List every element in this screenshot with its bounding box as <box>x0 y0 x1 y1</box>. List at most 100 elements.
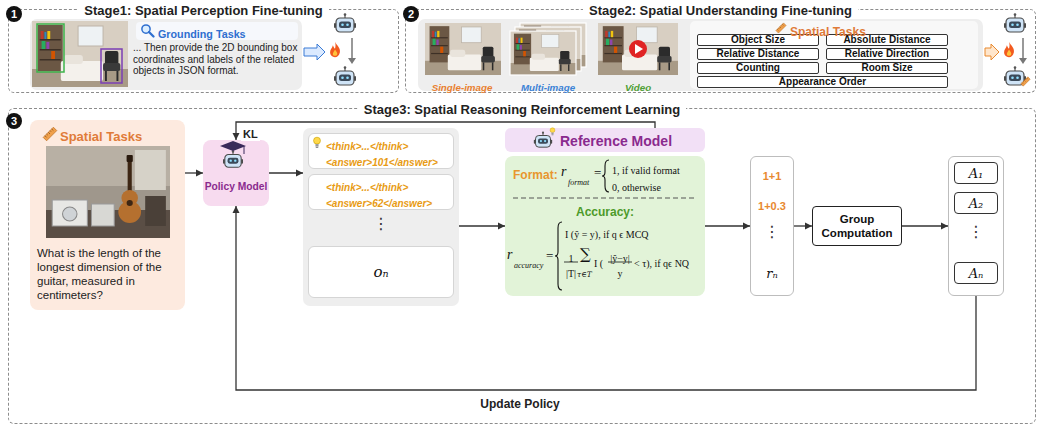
formula-case: I ( <box>594 258 603 270</box>
input-caption: Single-image <box>432 82 493 94</box>
room-photo-part <box>37 24 64 72</box>
text-slot: ⋮ <box>948 222 1004 242</box>
formula-numerator: |ŷ−y| <box>610 253 630 265</box>
text-slot: ∑ <box>580 245 591 263</box>
robot-icons-part <box>1022 38 1024 58</box>
stage-title: Stage3: Spatial Reasoning Reinforcement … <box>358 102 686 117</box>
text-slot: Accuracy: <box>505 202 705 220</box>
input-images-part <box>515 27 581 71</box>
title-slot: Stage2: Spatial Understanding Fine-tunin… <box>406 2 1035 18</box>
task-title: Spatial Tasks <box>60 129 142 144</box>
room-photo-part <box>101 49 122 83</box>
reference-icon-part <box>550 128 555 135</box>
task-name: Object Size <box>731 35 785 45</box>
input-images-part <box>520 23 586 67</box>
advantage-box: A₁ <box>954 162 998 184</box>
text-slot: ... Then provide the 2D bounding box coo… <box>133 42 301 78</box>
robot-icons-part <box>351 38 353 58</box>
reward-column: 1+11+0.3⋮rₙ <box>750 156 794 296</box>
flow-arrow <box>902 223 948 230</box>
input-images-part <box>635 44 643 54</box>
arrow-head <box>233 206 240 213</box>
answer-tag: <answer>101</answer> <box>326 156 438 169</box>
prompt-text: ... Then provide the 2D bounding box coo… <box>133 42 301 77</box>
advantage-column: ⋮A₁A₂Aₙ <box>948 156 1004 296</box>
text-slot: 0, otherwise <box>612 177 661 195</box>
reward-value: 1+0.3 <box>758 199 786 213</box>
edge-label: Update Policy <box>477 397 562 411</box>
robot-icons-part <box>330 42 340 57</box>
input-images-part <box>510 31 576 75</box>
task-box: Relative Direction <box>826 48 948 60</box>
task-panel: Spatial TasksWhat is the length of the l… <box>30 120 185 310</box>
rollout-group: ⋮ <think>...</think><answer>101</answer>… <box>303 128 459 306</box>
robot-icons-part <box>334 66 356 85</box>
task-box: Relative Distance <box>697 48 819 60</box>
advantage-symbol: Aₙ <box>969 266 984 281</box>
text-slot: Policy Model <box>203 176 269 194</box>
model-name: Policy Model <box>205 180 268 193</box>
step-number: 3 <box>6 113 22 129</box>
formula-marks-part <box>555 222 562 290</box>
flow-arrow <box>794 223 812 230</box>
text-slot: rₙ <box>750 264 794 282</box>
text-slot: Multi-image <box>506 77 590 95</box>
task-box: Absolute Distance <box>826 34 948 46</box>
output-symbol: oₙ <box>373 263 388 281</box>
bulb-icon-part <box>314 137 321 148</box>
arrow-head <box>805 223 812 230</box>
text-slot: <think>...</think> <box>326 136 408 154</box>
magnifier-icon-part <box>142 25 154 37</box>
text-slot: τ∈T <box>577 263 592 281</box>
reward-value: rₙ <box>766 266 777 282</box>
formula-symbol: r <box>507 247 512 263</box>
flow-arrow <box>459 223 505 230</box>
edge-label: KL <box>241 128 260 141</box>
input-images-part <box>520 23 586 67</box>
formula-case: 1, if valid format <box>612 165 680 177</box>
title-slot: Stage3: Spatial Reasoning Reinforcement … <box>9 101 1035 117</box>
task-name: Counting <box>736 63 780 73</box>
task-name: Absolute Distance <box>843 35 930 45</box>
task-photo-part <box>46 146 170 238</box>
flow-arrow <box>185 170 203 177</box>
think-tag: <think>...</think> <box>326 140 408 153</box>
task-name: Room Size <box>861 63 912 73</box>
policy-icon-part <box>223 150 243 167</box>
robot-icons-part <box>1004 42 1014 57</box>
step-digit: 1 <box>11 8 17 20</box>
text-slot: format <box>568 171 589 189</box>
text-slot: accuracy <box>514 254 543 272</box>
robot-icons-part <box>304 44 325 60</box>
text-slot: 1 <box>563 248 579 266</box>
input-images-part <box>510 31 576 75</box>
formula-symbol: r <box>561 164 566 180</box>
title-slot: Stage1: Spatial Perception Fine-tuning <box>9 2 398 18</box>
text-slot: Single-image <box>420 77 504 95</box>
arrow-head <box>233 133 240 140</box>
step-number: 1 <box>6 6 22 22</box>
input-caption: Video <box>625 82 651 94</box>
text-slot: r <box>561 162 566 180</box>
formula-symbol: = <box>594 166 601 180</box>
edge-label-slot: Update Policy <box>420 394 620 412</box>
input-images-part <box>515 27 581 71</box>
formula-heading: Accuracy: <box>576 205 634 219</box>
input-images-part <box>425 23 501 75</box>
flow-arrow <box>269 170 303 177</box>
text-slot: <think>...</think> <box>326 177 408 195</box>
step-digit: 2 <box>408 8 414 20</box>
formula-subscript: accuracy <box>514 261 543 270</box>
arrow-head <box>743 223 750 230</box>
task-box: Counting <box>697 62 819 74</box>
arrow-head <box>296 170 303 177</box>
task-name: Relative Distance <box>717 49 800 59</box>
stage-panel: Stage3: Spatial Reasoning Reinforcement … <box>8 108 1036 424</box>
reward-value: 1+1 <box>763 169 782 183</box>
rollout-box: oₙ <box>308 246 454 298</box>
text-slot: < τ), if qϵ NQ <box>634 253 689 271</box>
process-box: Group Computation <box>812 206 902 246</box>
